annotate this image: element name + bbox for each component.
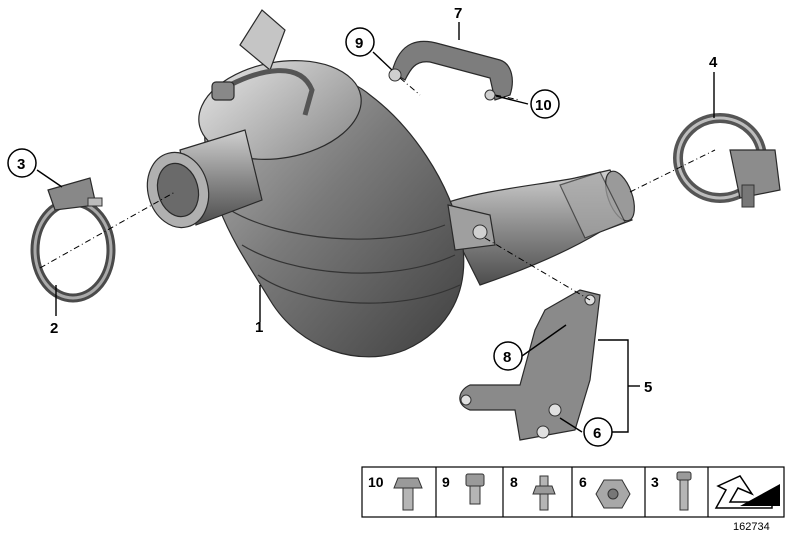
callout-6: 6 [583, 417, 613, 447]
callout-3-label: 3 [17, 156, 25, 173]
callout-6-label: 6 [593, 425, 601, 442]
bracket-7 [388, 40, 513, 101]
callout-10: 10 [530, 89, 560, 119]
legend-label-9: 9 [442, 474, 450, 490]
nut-icon [595, 479, 631, 509]
leader-lines [36, 22, 716, 433]
legend-item-3: 3 [651, 471, 692, 511]
callout-2: 2 [50, 320, 58, 337]
catalytic-converter [146, 9, 635, 358]
parts-legend: 10 9 8 6 [361, 466, 785, 518]
legend-item-8: 8 [510, 474, 556, 511]
legend-item-10: 10 [368, 474, 423, 511]
callout-9-label: 9 [355, 35, 363, 52]
legend-label-10: 10 [368, 474, 384, 490]
legend-label-3: 3 [651, 474, 659, 490]
legend-label-6: 6 [579, 474, 587, 490]
reference-number: 162734 [733, 521, 770, 533]
callout-5: 5 [644, 379, 652, 396]
callout-7: 7 [454, 5, 462, 22]
bracket-5 [459, 289, 601, 441]
callout-9: 9 [345, 27, 375, 57]
stud-bolt-icon [532, 475, 556, 511]
legend-label-8: 8 [510, 474, 518, 490]
callout-8: 8 [493, 341, 523, 371]
screw-icon [676, 471, 692, 511]
callout-4: 4 [709, 54, 718, 71]
legend-item-9: 9 [442, 473, 485, 505]
callout-8-label: 8 [503, 349, 511, 366]
arrow-icon [714, 475, 780, 509]
legend-item-6: 6 [579, 474, 631, 509]
clamp-4 [673, 113, 781, 208]
callout-10-label: 10 [535, 97, 552, 114]
callout-3: 3 [7, 148, 37, 178]
clamp-ring [30, 177, 116, 303]
callout-1: 1 [255, 319, 263, 336]
flange-bolt-icon [393, 477, 423, 511]
bolt-icon [465, 473, 485, 505]
